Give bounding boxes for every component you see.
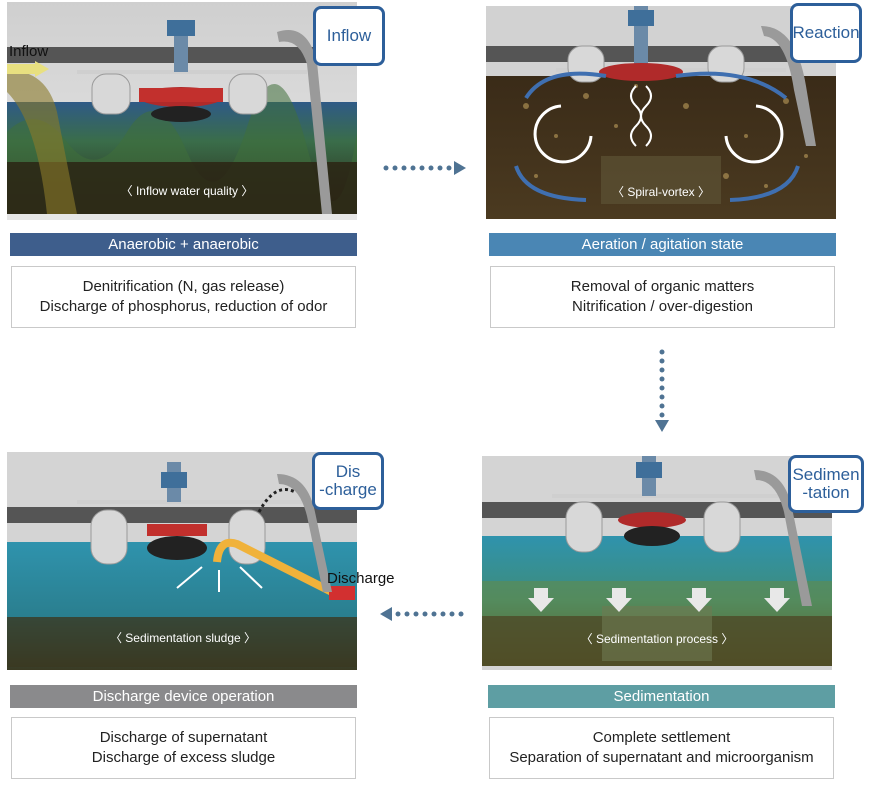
stage-tag-discharge-line2: -charge [319, 480, 377, 499]
desc-line: Discharge of supernatant [99, 729, 268, 746]
inflow-side-label: Inflow [9, 43, 49, 60]
header-discharge: Discharge device operation [10, 685, 357, 708]
desc-line: Complete settlement [592, 729, 731, 746]
desc-inflow: Denitrification (N, gas release) Dischar… [11, 266, 356, 328]
reaction-caption: 〈 Spiral-vortex 〉 [611, 185, 711, 199]
stage-tag-inflow-label: Inflow [326, 26, 372, 46]
discharge-side-label: Discharge [327, 570, 395, 587]
inflow-tank-illustration: Inflow 〈 Inflow water quality 〉 [7, 2, 357, 220]
sedimentation-caption: 〈 Sedimentation process 〉 [580, 632, 734, 646]
desc-reaction: Removal of organic matters Nitrification… [490, 266, 835, 328]
flow-arrow-down [655, 349, 669, 432]
header-inflow: Anaerobic + anaerobic [10, 233, 357, 256]
header-sedimentation: Sedimentation [488, 685, 835, 708]
stage-tag-reaction: Reaction [790, 3, 862, 63]
stage-tag-reaction-label: Reaction [792, 23, 860, 43]
reaction-tank-illustration: 〈 Spiral-vortex 〉 [486, 6, 836, 224]
desc-line: Denitrification (N, gas release) [82, 278, 285, 295]
desc-line: Nitrification / over-digestion [572, 298, 753, 315]
stage-tag-sedimentation-line1: Sedimen [792, 465, 860, 485]
stage-tag-discharge: Dis -charge [312, 452, 384, 510]
desc-line: Discharge of phosphorus, reduction of od… [39, 298, 328, 315]
desc-line: Separation of supernatant and microorgan… [509, 749, 814, 766]
header-reaction-label: Aeration / agitation state [581, 236, 744, 253]
stage-tag-sedimentation-line2: -tation [802, 483, 850, 502]
desc-line: Removal of organic matters [570, 278, 755, 295]
stage-tag-sedimentation: Sedimen -tation [788, 455, 864, 513]
stage-tag-discharge-line1: Dis [335, 462, 361, 482]
header-discharge-label: Discharge device operation [92, 688, 275, 705]
discharge-tank-illustration: 〈 Sedimentation sludge 〉 [7, 452, 357, 670]
stage-tag-inflow-box: Inflow [313, 6, 385, 66]
sedimentation-tank-illustration: 〈 Sedimentation process 〉 [482, 456, 832, 674]
flow-arrow-right [383, 161, 466, 175]
discharge-caption: 〈 Sedimentation sludge 〉 [109, 631, 257, 645]
header-sedimentation-label: Sedimentation [613, 688, 710, 705]
desc-sedimentation: Complete settlement Separation of supern… [489, 717, 834, 779]
desc-discharge: Discharge of supernatant Discharge of ex… [11, 717, 356, 779]
flow-arrow-left [380, 607, 464, 621]
header-inflow-label: Anaerobic + anaerobic [108, 236, 259, 253]
header-reaction: Aeration / agitation state [489, 233, 836, 256]
inflow-caption: 〈 Inflow water quality 〉 [120, 184, 254, 198]
desc-line: Discharge of excess sludge [91, 749, 276, 766]
